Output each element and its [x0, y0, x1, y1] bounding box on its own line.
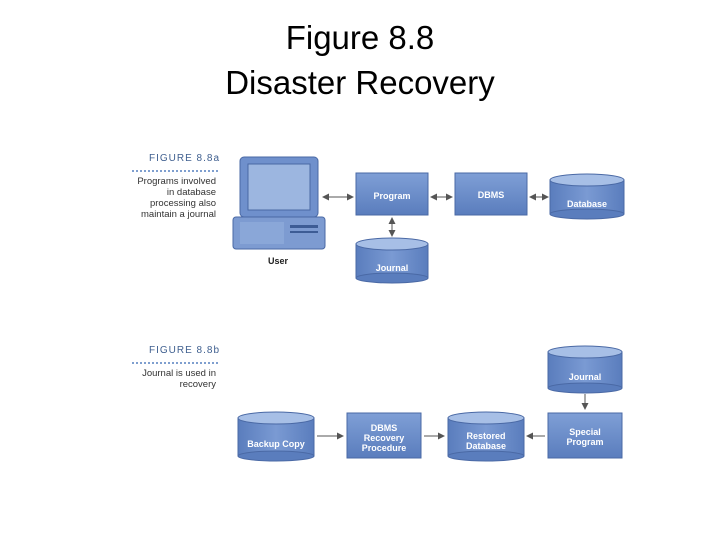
dbms-box: DBMS	[454, 172, 528, 216]
dbms-recovery-line3: Procedure	[362, 443, 407, 453]
caption-line: maintain a journal	[141, 209, 216, 220]
program-label: Program	[373, 191, 410, 201]
figure-b-label: FIGURE 8.8b	[149, 345, 221, 356]
restored-line2: Database	[466, 441, 506, 451]
special-program-box: Special Program	[547, 412, 623, 459]
dbms-label: DBMS	[478, 190, 505, 200]
figure-a-caption: Programs involved in database processing…	[110, 176, 216, 220]
journal-cylinder-a: Journal	[355, 237, 429, 284]
figure-a-divider	[132, 170, 218, 172]
restored-database-cylinder: Restored Database	[447, 411, 525, 462]
dbms-recovery-line2: Recovery	[364, 433, 405, 443]
special-line2: Program	[566, 437, 603, 447]
journal-cylinder-b: Journal	[547, 345, 623, 394]
backup-copy-cylinder: Backup Copy	[237, 411, 315, 462]
special-line1: Special	[569, 427, 601, 437]
database-label: Database	[567, 199, 607, 209]
backup-copy-label: Backup Copy	[247, 439, 305, 449]
dbms-recovery-box: DBMS Recovery Procedure	[346, 412, 422, 459]
title-line-2: Disaster Recovery	[225, 64, 495, 101]
restored-line1: Restored	[466, 431, 505, 441]
caption-line: processing also	[149, 198, 216, 209]
computer-icon	[232, 156, 326, 250]
user-label: User	[268, 256, 289, 266]
caption-line: Journal is used in	[142, 368, 216, 379]
figure-b-divider	[132, 362, 218, 364]
caption-line: in database	[166, 187, 216, 198]
journal-label-b: Journal	[569, 372, 602, 382]
caption-line: recovery	[179, 379, 216, 390]
dbms-recovery-line1: DBMS	[371, 423, 398, 433]
database-cylinder: Database	[549, 173, 625, 220]
caption-line: Programs involved	[137, 176, 216, 187]
journal-label-a: Journal	[376, 263, 409, 273]
title-line-1: Figure 8.8	[285, 19, 435, 56]
figure-a-label: FIGURE 8.8a	[149, 153, 221, 164]
figure-b-caption: Journal is used in recovery	[110, 368, 216, 390]
program-box: Program	[355, 172, 429, 216]
